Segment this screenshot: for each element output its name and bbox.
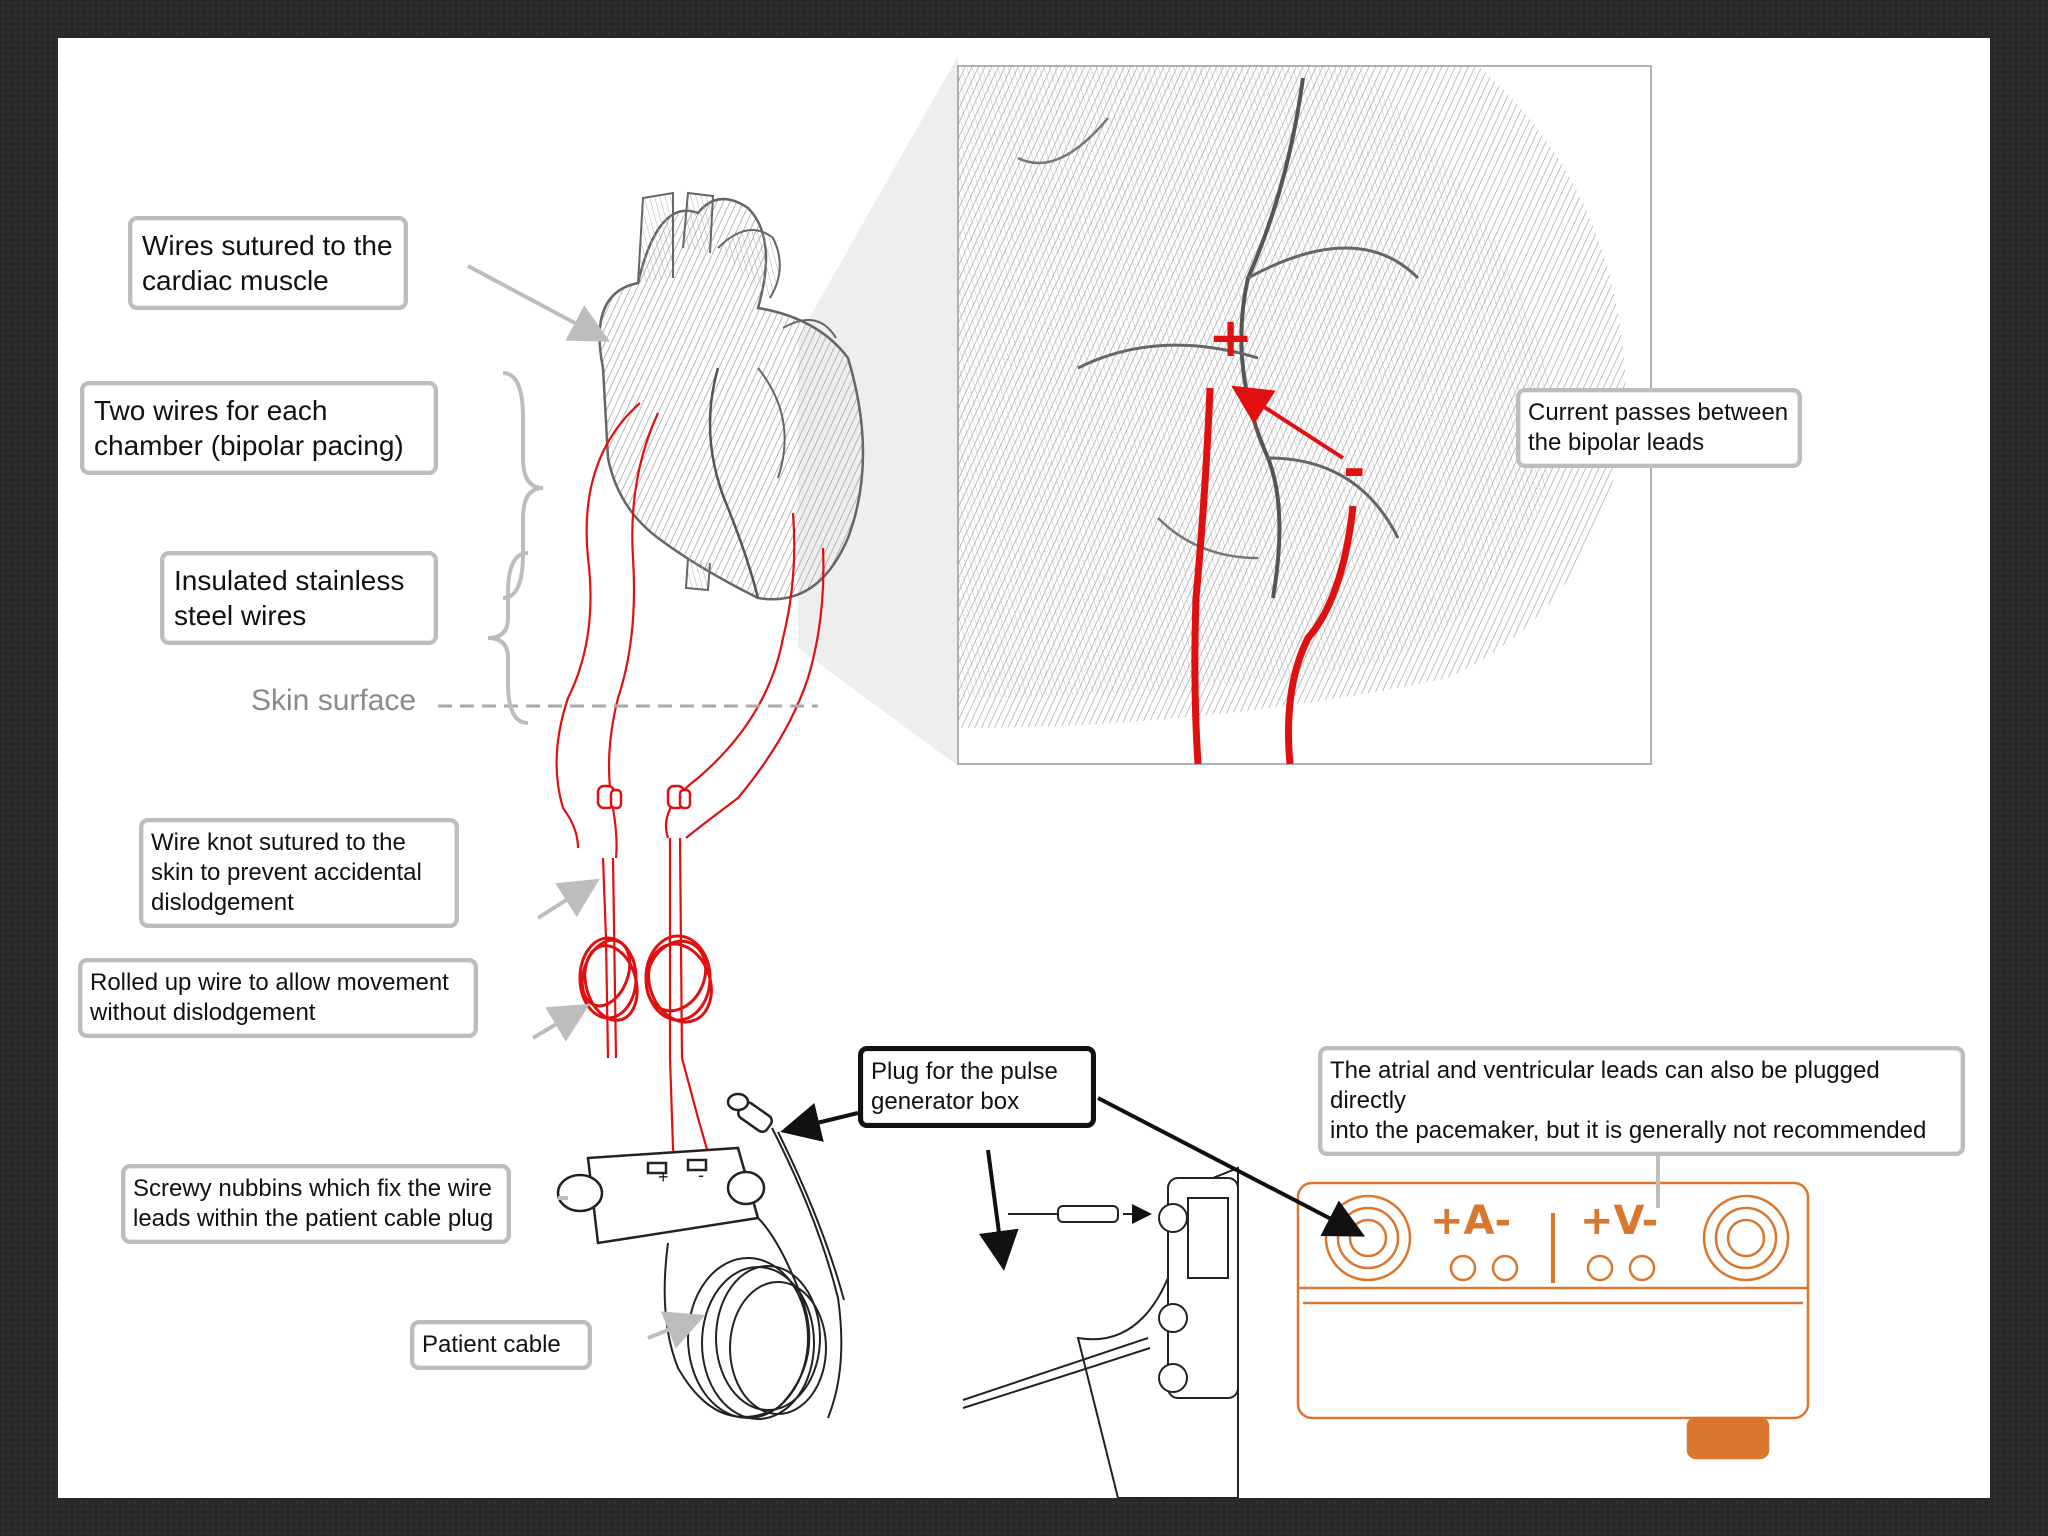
callout-screwy-nubbins: Screwy nubbins which fix the wire leads … bbox=[121, 1164, 511, 1244]
positive-lead-sign: + bbox=[1208, 306, 1254, 369]
callout-rolled-up-wire: Rolled up wire to allow movement without… bbox=[78, 958, 478, 1038]
callout-atrial-ventricular: The atrial and ventricular leads can als… bbox=[1318, 1046, 1965, 1156]
heart-drawing bbox=[598, 191, 865, 601]
svg-text:-: - bbox=[698, 1165, 704, 1185]
callout-current-passes: Current passes between the bipolar leads bbox=[1516, 388, 1802, 468]
diagram-artwork: + - bbox=[438, 56, 1810, 1498]
callout-two-wires: Two wires for each chamber (bipolar paci… bbox=[80, 381, 438, 475]
pacemaker-panel bbox=[1296, 1181, 1810, 1460]
patient-cable-plug: + - bbox=[556, 1092, 773, 1245]
plug-pointers bbox=[780, 1096, 1366, 1271]
skin-surface-label: Skin surface bbox=[251, 684, 417, 717]
callout-plug-pulse-generator: Plug for the pulse generator box bbox=[858, 1046, 1096, 1128]
negative-lead-sign: - bbox=[1343, 438, 1366, 501]
wire-knots bbox=[596, 784, 692, 810]
callout-wires-sutured: Wires sutured to the cardiac muscle bbox=[128, 216, 408, 310]
callout-wire-knot: Wire knot sutured to the skin to prevent… bbox=[139, 818, 459, 928]
atrial-terminal-label: +A- bbox=[1430, 1198, 1512, 1244]
pulse-generator-sketch bbox=[962, 1166, 1239, 1498]
svg-text:+: + bbox=[658, 1167, 669, 1187]
wire-coils bbox=[578, 934, 713, 1024]
inset-heart-closeup bbox=[957, 65, 1652, 765]
diagram-slide: + - bbox=[58, 38, 1990, 1498]
zoom-cone bbox=[798, 56, 958, 766]
callout-insulated-wires: Insulated stainless steel wires bbox=[160, 551, 438, 645]
callout-patient-cable: Patient cable bbox=[410, 1320, 592, 1370]
ventricular-terminal-label: +V- bbox=[1580, 1198, 1659, 1244]
